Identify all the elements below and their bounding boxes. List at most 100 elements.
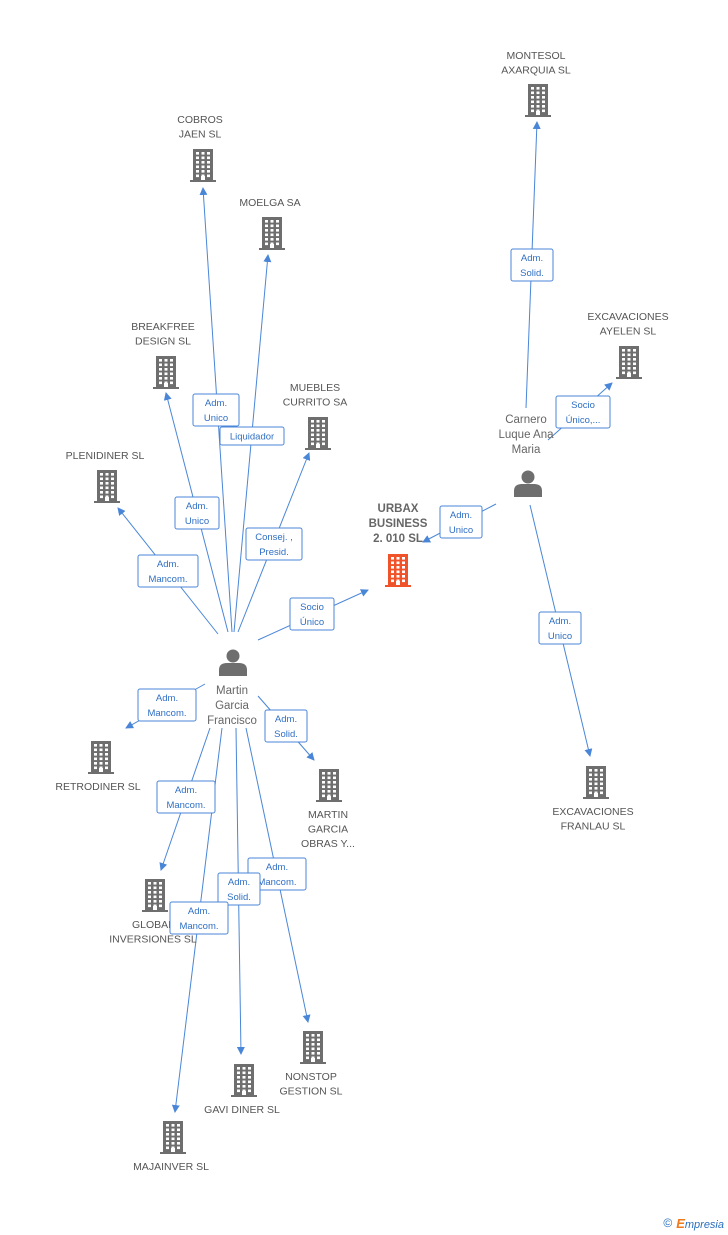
relation-label-plenidiner[interactable]: Adm. Mancom. [137,554,199,588]
company-building-icon-plenidiner[interactable] [94,470,120,503]
footer-brand: © Empresia [663,1215,724,1231]
relation-label-text: Socio [571,400,595,411]
company-label-excavaciones-ayelen: AYELEN SL [600,326,657,338]
company-label-nonstop: NONSTOP [285,1071,337,1083]
company-label-majainver: MAJAINVER SL [133,1161,209,1173]
relation-label-text: Adm. [186,501,208,512]
company-label-martin-garcia-obras: GARCIA [308,824,348,836]
company-label-plenidiner: PLENIDINER SL [66,450,145,462]
relation-label-text: Adm. [205,398,227,409]
company-building-icon-moelga[interactable] [259,217,285,250]
relation-label-text: Liquidador [230,432,274,443]
company-label-nonstop: GESTION SL [279,1086,342,1098]
company-label-global-inversiones: GLOBAL [132,919,174,931]
company-building-icon-muebles[interactable] [305,417,331,450]
relation-label-text: Adm. [549,616,571,627]
person-label-martin: Francisco [207,715,257,727]
company-label-muebles: MUEBLES [290,382,340,394]
relation-label-text: Unico [548,631,572,642]
company-label-excavaciones-ayelen: EXCAVACIONES [587,311,668,323]
person-label-martin: Garcia [215,700,249,712]
relation-label-text: Mancom. [148,574,187,585]
copyright-icon: © [663,1216,673,1230]
company-label-breakfree: DESIGN SL [135,336,191,348]
company-building-icon-urbax[interactable] [385,554,411,587]
company-label-excavaciones-franlau: EXCAVACIONES [552,806,633,818]
company-label-muebles: CURRITO SA [283,397,348,409]
company-label-martin-garcia-obras: OBRAS Y... [301,838,355,850]
relation-label-text: Adm. [521,253,543,264]
relation-label-moelga[interactable]: Liquidador [219,426,285,446]
relation-label-excavaciones-franlau[interactable]: Adm. Unico [538,611,582,645]
company-label-montesol: MONTESOL [507,50,566,62]
relation-label-global-inversiones[interactable]: Adm. Mancom. [156,780,216,814]
company-label-urbax: 2. 010 SL [373,533,423,545]
company-building-icon-majainver[interactable] [160,1121,186,1154]
company-label-montesol: AXARQUIA SL [501,65,571,77]
company-label-global-inversiones: INVERSIONES SL [109,934,197,946]
relation-label-text: Socio [300,602,324,613]
company-building-icon-excavaciones-franlau[interactable] [583,766,609,799]
relation-label-text: Mancom. [166,800,205,811]
relation-label-majainver[interactable]: Adm. Mancom. [169,901,229,935]
company-building-icon-martin-garcia-obras[interactable] [316,769,342,802]
company-label-moelga: MOELGA SA [239,197,300,209]
relation-label-text: Adm. [157,559,179,570]
relation-label-gavi-diner[interactable]: Adm. Solid. [217,872,261,906]
person-label-carnero: Carnero [505,414,547,426]
relation-label-text: Mancom. [147,708,186,719]
relation-label-retrodiner[interactable]: Adm. Mancom. [137,688,197,722]
company-building-icon-cobros[interactable] [190,149,216,182]
person-label-carnero: Maria [512,444,541,456]
company-building-icon-gavi-diner[interactable] [231,1064,257,1097]
person-label-martin: Martin [216,685,248,697]
relation-label-muebles[interactable]: Consej. , Presid. [245,527,303,561]
company-label-cobros: COBROS [177,114,223,126]
company-label-breakfree: BREAKFREE [131,321,195,333]
relation-label-urbax[interactable]: Adm. Unico [439,505,483,539]
nodes-layer: URBAX BUSINESS 2. 010 SL MONTESOL AXARQUIA S… [55,50,668,1173]
person-icon-carnero[interactable] [514,470,542,498]
company-label-urbax: BUSINESS [369,518,428,530]
company-label-excavaciones-franlau: FRANLAU SL [561,821,626,833]
relation-label-martin-garcia-obras[interactable]: Adm.Solid. [264,709,308,743]
relation-label-text: Adm. [175,785,197,796]
company-label-martin-garcia-obras: MARTIN [308,809,348,821]
company-label-retrodiner: RETRODINER SL [55,781,140,793]
relation-label-cobros[interactable]: Adm. Unico [192,393,240,427]
relation-label-montesol[interactable]: Adm. Solid. [510,248,554,282]
relation-label-text: Solid. [520,268,544,279]
company-building-icon-retrodiner[interactable] [88,741,114,774]
company-label-cobros: JAEN SL [179,129,222,141]
relation-label-text: Adm. [228,877,250,888]
relation-label-text: Adm. [450,510,472,521]
company-building-icon-excavaciones-ayelen[interactable] [616,346,642,379]
company-building-icon-global-inversiones[interactable] [142,879,168,912]
relation-label-text: Adm. [266,862,288,873]
relation-label-text: Adm. [156,693,178,704]
relation-label-text: Unico [185,516,209,527]
relation-label-text: Adm. [275,714,297,725]
relation-label-text: Mancom. [179,921,218,932]
relation-label-text: Único,... [566,415,601,426]
relation-label-text: Unico [204,413,228,424]
empresia-logo[interactable]: Empresia [676,1215,724,1231]
relation-label-text: Unico [449,525,473,536]
company-building-icon-montesol[interactable] [525,84,551,117]
relation-label-text: Presid. [259,547,289,558]
relation-label-text: Consej. , [255,532,293,543]
person-icon-martin[interactable] [219,649,247,677]
relation-label-text: Solid. [227,892,251,903]
relation-label-breakfree[interactable]: Adm. Unico [174,496,220,530]
company-building-icon-nonstop[interactable] [300,1031,326,1064]
company-building-icon-breakfree[interactable] [153,356,179,389]
relation-label-text: Adm. [188,906,210,917]
company-label-urbax: URBAX [378,503,419,515]
relation-label-excavaciones-ayelen[interactable]: SocioÚnico,... [555,395,611,429]
person-label-carnero: Luque Ana [498,429,554,441]
relation-label-text: Mancom. [257,877,296,888]
company-label-gavi-diner: GAVI DINER SL [204,1104,280,1116]
